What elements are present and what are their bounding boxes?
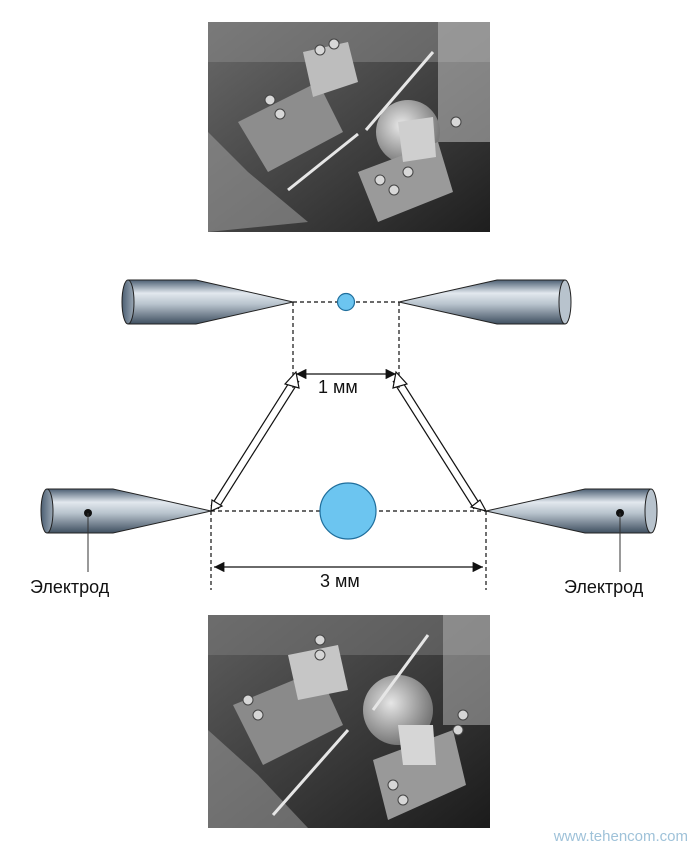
label-gap-large: 3 мм bbox=[320, 571, 360, 591]
watermark-text: www.tehencom.com bbox=[553, 828, 688, 845]
electrode-bottom-left bbox=[40, 488, 212, 572]
label-electrode-right: Электрод bbox=[564, 577, 644, 597]
transition-arrow-right bbox=[392, 370, 488, 512]
electrode-bottom-right bbox=[485, 488, 658, 572]
electrode-top-left bbox=[121, 279, 294, 325]
photo-electrodes-near-image bbox=[208, 22, 490, 232]
transition-arrow-left bbox=[210, 370, 300, 512]
label-gap-small: 1 мм bbox=[318, 377, 358, 397]
photo-electrodes-near bbox=[208, 22, 490, 232]
electrode-top-right bbox=[398, 279, 572, 325]
label-electrode-left: Электрод bbox=[30, 577, 110, 597]
arc-large bbox=[319, 482, 377, 540]
photo-electrodes-far-image bbox=[208, 615, 490, 828]
arc-small bbox=[336, 292, 356, 312]
photo-electrodes-far bbox=[208, 615, 490, 828]
